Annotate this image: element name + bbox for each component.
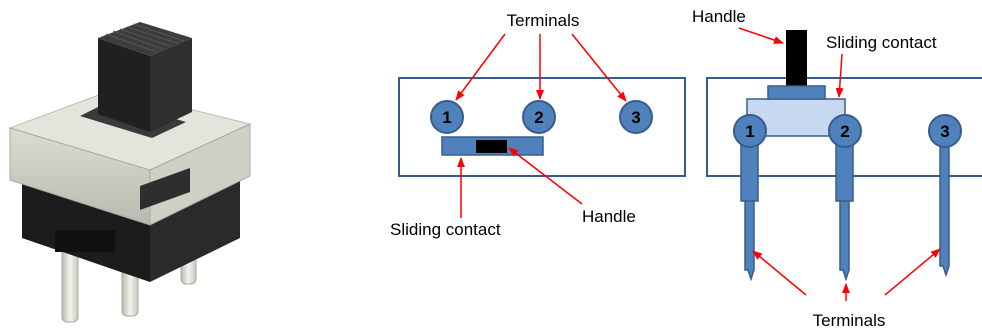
side-sliding-contact-label: Sliding contact xyxy=(826,33,937,52)
side-sliding-contact xyxy=(767,85,826,100)
arrow-to-top-terminal-3 xyxy=(571,33,627,102)
top-terminal-2: 2 xyxy=(522,100,556,134)
arrow-to-top-terminal-1 xyxy=(455,33,506,101)
slide-switch-photo xyxy=(8,22,252,323)
top-terminal-3: 3 xyxy=(619,100,653,134)
side-terminal-2: 2 xyxy=(828,114,862,148)
top-view-diagram: 1 2 3 Terminals Sliding contact Handle xyxy=(390,11,686,239)
side-terminal-1: 1 xyxy=(733,114,767,148)
arrow-to-side-sliding-contact xyxy=(835,53,844,98)
side-terminal-3: 3 xyxy=(928,114,962,148)
top-handle xyxy=(476,140,507,153)
side-terminals-label: Terminals xyxy=(813,311,886,330)
arrow-to-top-handle xyxy=(508,147,583,205)
side-handle xyxy=(786,30,807,86)
side-arrows xyxy=(738,27,941,301)
pin-1-photo xyxy=(61,247,79,323)
side-terminal-2-number: 2 xyxy=(840,122,849,141)
switch-actuator xyxy=(98,38,150,132)
top-handle-label: Handle xyxy=(582,207,636,226)
side-terminal-3-number: 3 xyxy=(940,122,949,141)
arrow-to-side-handle xyxy=(738,27,784,44)
top-sliding-contact-label: Sliding contact xyxy=(390,220,501,239)
top-terminal-2-number: 2 xyxy=(534,108,543,127)
top-terminal-3-number: 3 xyxy=(631,108,640,127)
side-handle-label: Handle xyxy=(692,7,746,26)
top-arrows xyxy=(455,33,627,218)
top-terminal-1: 1 xyxy=(430,100,464,134)
side-pin-3 xyxy=(939,139,950,278)
arrow-to-side-terminal-3 xyxy=(884,248,941,296)
arrow-to-side-terminal-1 xyxy=(752,250,807,296)
top-terminals-label: Terminals xyxy=(507,11,580,30)
top-terminal-1-number: 1 xyxy=(442,108,451,127)
side-view-diagram: 1 2 3 Handle Sliding contact Terminals xyxy=(692,7,982,330)
side-terminal-1-number: 1 xyxy=(745,122,754,141)
